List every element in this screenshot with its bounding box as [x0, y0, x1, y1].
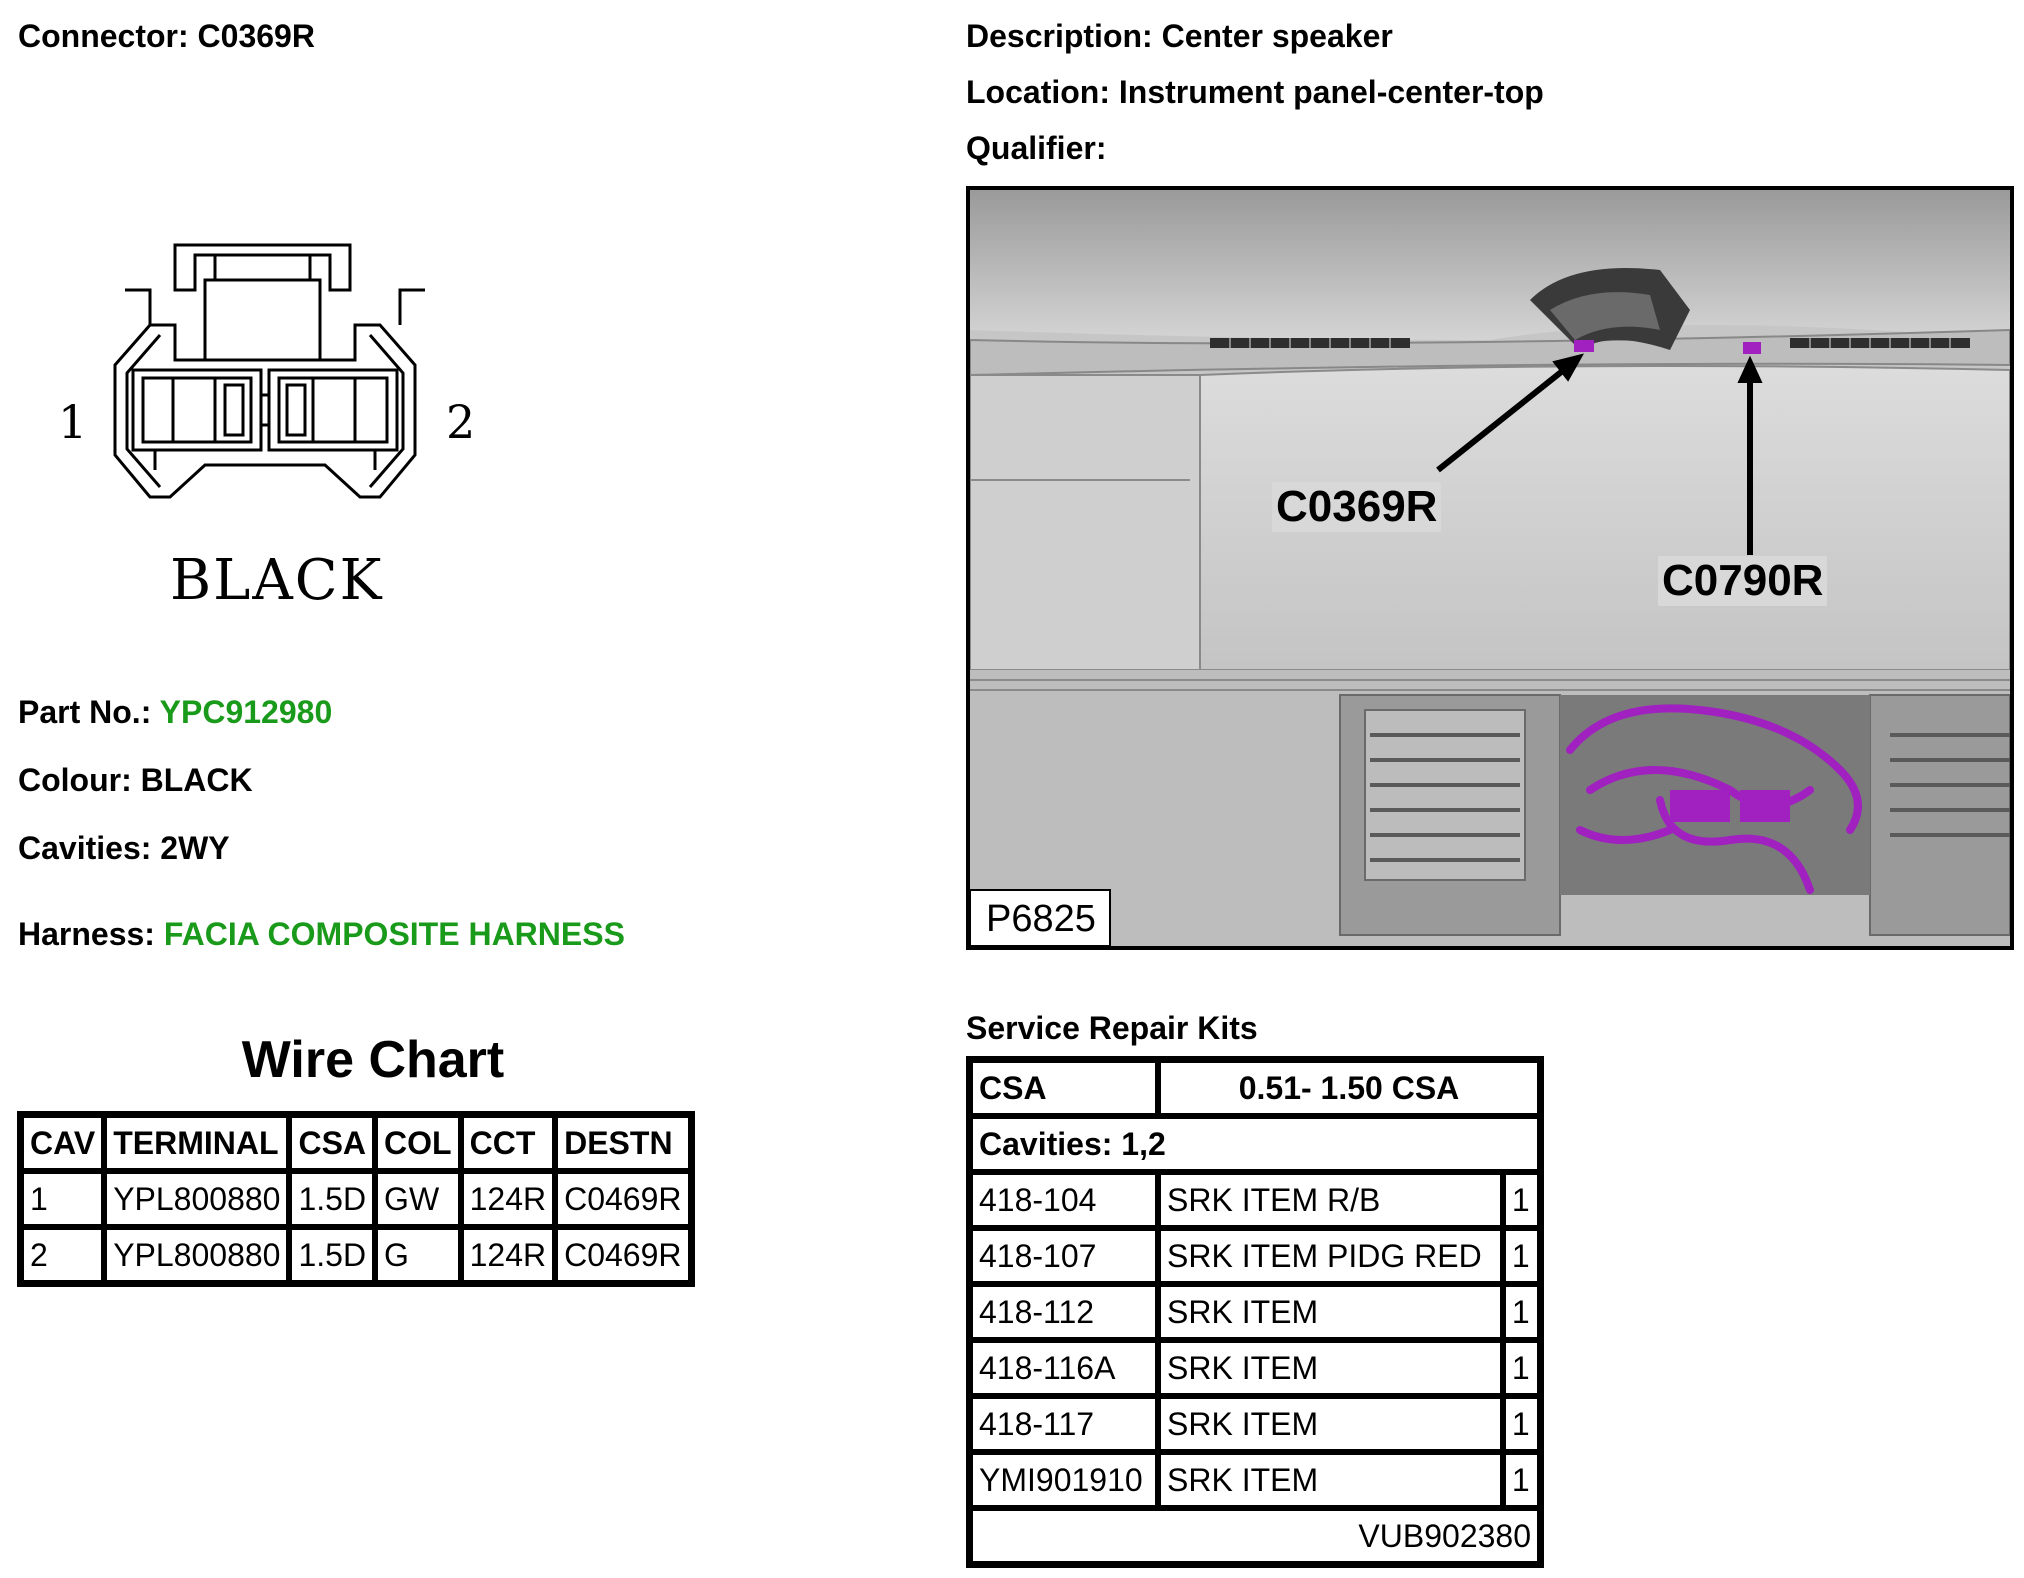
kit-code: 418-116A [970, 1340, 1158, 1396]
kit-qty: 1 [1502, 1228, 1540, 1284]
table-row: 418-112 SRK ITEM 1 [970, 1284, 1540, 1340]
kits-csa-row: CSA 0.51- 1.50 CSA [970, 1060, 1540, 1116]
description-line: Description: Center speaker [966, 18, 1393, 55]
location-photo: C0369R C0790R P6825 [966, 186, 2014, 950]
csa-value: 0.51- 1.50 CSA [1158, 1060, 1540, 1116]
kit-qty: 1 [1502, 1172, 1540, 1228]
part-no-label: Part No.: [18, 694, 152, 730]
kit-description: SRK ITEM [1158, 1396, 1503, 1452]
wire-chart-table: CAV TERMINAL CSA COL CCT DESTN 1 YPL8008… [17, 1111, 695, 1287]
description-label: Description: [966, 18, 1153, 54]
cell-terminal: YPL800880 [104, 1171, 290, 1227]
table-row: 418-117 SRK ITEM 1 [970, 1396, 1540, 1452]
kit-qty: 1 [1502, 1396, 1540, 1452]
connector-label: Connector: [18, 18, 189, 54]
col-header-col: COL [375, 1115, 461, 1171]
kit-code: 418-104 [970, 1172, 1158, 1228]
kit-description: SRK ITEM R/B [1158, 1172, 1503, 1228]
colour-value: BLACK [140, 762, 253, 798]
harness-link[interactable]: FACIA COMPOSITE HARNESS [163, 916, 625, 952]
cell-terminal: YPL800880 [104, 1227, 290, 1283]
part-no-line: Part No.: YPC912980 [18, 694, 332, 731]
connector-value: C0369R [197, 18, 315, 54]
col-header-cct: CCT [460, 1115, 556, 1171]
cell-cct: 124R [460, 1171, 556, 1227]
service-repair-kits-table: CSA 0.51- 1.50 CSA Cavities: 1,2 418-104… [966, 1056, 1544, 1568]
qualifier-line: Qualifier: [966, 130, 1106, 167]
table-row: 418-107 SRK ITEM PIDG RED 1 [970, 1228, 1540, 1284]
kit-description: SRK ITEM PIDG RED [1158, 1228, 1503, 1284]
harness-label: Harness: [18, 916, 155, 952]
wire-chart-header-row: CAV TERMINAL CSA COL CCT DESTN [21, 1115, 691, 1171]
table-row: 1 YPL800880 1.5D GW 124R C0469R [21, 1171, 691, 1227]
cell-cav: 2 [21, 1227, 105, 1283]
pin-1-label: 1 [58, 395, 88, 449]
col-header-cav: CAV [21, 1115, 105, 1171]
cell-col: G [375, 1227, 461, 1283]
qualifier-label: Qualifier: [966, 130, 1107, 166]
col-header-csa: CSA [289, 1115, 376, 1171]
table-row: 418-116A SRK ITEM 1 [970, 1340, 1540, 1396]
colour-label: Colour: [18, 762, 132, 798]
kit-description: SRK ITEM [1158, 1340, 1503, 1396]
kits-cavities-row: Cavities: 1,2 [970, 1116, 1540, 1172]
table-row: 2 YPL800880 1.5D G 124R C0469R [21, 1227, 691, 1283]
photo-id-label: P6825 [986, 898, 1096, 940]
cell-csa: 1.5D [289, 1171, 376, 1227]
csa-label: CSA [970, 1060, 1158, 1116]
col-header-destn: DESTN [555, 1115, 691, 1171]
cavities-value: 2WY [160, 830, 230, 866]
connector-colour-caption: BLACK [170, 548, 384, 613]
colour-line: Colour: BLACK [18, 762, 253, 799]
location-label: Location: [966, 74, 1110, 110]
cell-destn: C0469R [555, 1227, 691, 1283]
dashboard-illustration [970, 190, 2010, 946]
kit-qty: 1 [1502, 1284, 1540, 1340]
cell-destn: C0469R [555, 1171, 691, 1227]
cavities-label: Cavities: [18, 830, 152, 866]
service-repair-kits-title: Service Repair Kits [966, 1010, 1258, 1046]
kit-code: 418-112 [970, 1284, 1158, 1340]
harness-line: Harness: FACIA COMPOSITE HARNESS [18, 916, 625, 953]
wire-chart-title: Wire Chart [241, 1031, 505, 1089]
kit-qty: 1 [1502, 1340, 1540, 1396]
part-no-link[interactable]: YPC912980 [159, 694, 333, 730]
location-line: Location: Instrument panel-center-top [966, 74, 1544, 111]
kits-footer-row: VUB902380 [970, 1508, 1540, 1564]
kit-qty: 1 [1502, 1452, 1540, 1508]
callout-c0369r: C0369R [1272, 482, 1442, 532]
callout-c0790r: C0790R [1658, 556, 1828, 606]
kits-cavities: Cavities: 1,2 [970, 1116, 1540, 1172]
table-row: 418-104 SRK ITEM R/B 1 [970, 1172, 1540, 1228]
kit-description: SRK ITEM [1158, 1452, 1503, 1508]
col-header-terminal: TERMINAL [104, 1115, 290, 1171]
kits-footer-code: VUB902380 [970, 1508, 1540, 1564]
connector-face-diagram [113, 243, 425, 499]
connector-heading: Connector: C0369R [18, 18, 315, 55]
location-value: Instrument panel-center-top [1118, 74, 1544, 110]
cell-csa: 1.5D [289, 1227, 376, 1283]
kit-code: YMI901910 [970, 1452, 1158, 1508]
cell-cav: 1 [21, 1171, 105, 1227]
kit-code: 418-117 [970, 1396, 1158, 1452]
kit-code: 418-107 [970, 1228, 1158, 1284]
pin-2-label: 2 [446, 395, 476, 449]
cavities-line: Cavities: 2WY [18, 830, 230, 867]
table-row: YMI901910 SRK ITEM 1 [970, 1452, 1540, 1508]
cell-cct: 124R [460, 1227, 556, 1283]
cell-col: GW [375, 1171, 461, 1227]
kit-description: SRK ITEM [1158, 1284, 1503, 1340]
description-value: Center speaker [1161, 18, 1393, 54]
